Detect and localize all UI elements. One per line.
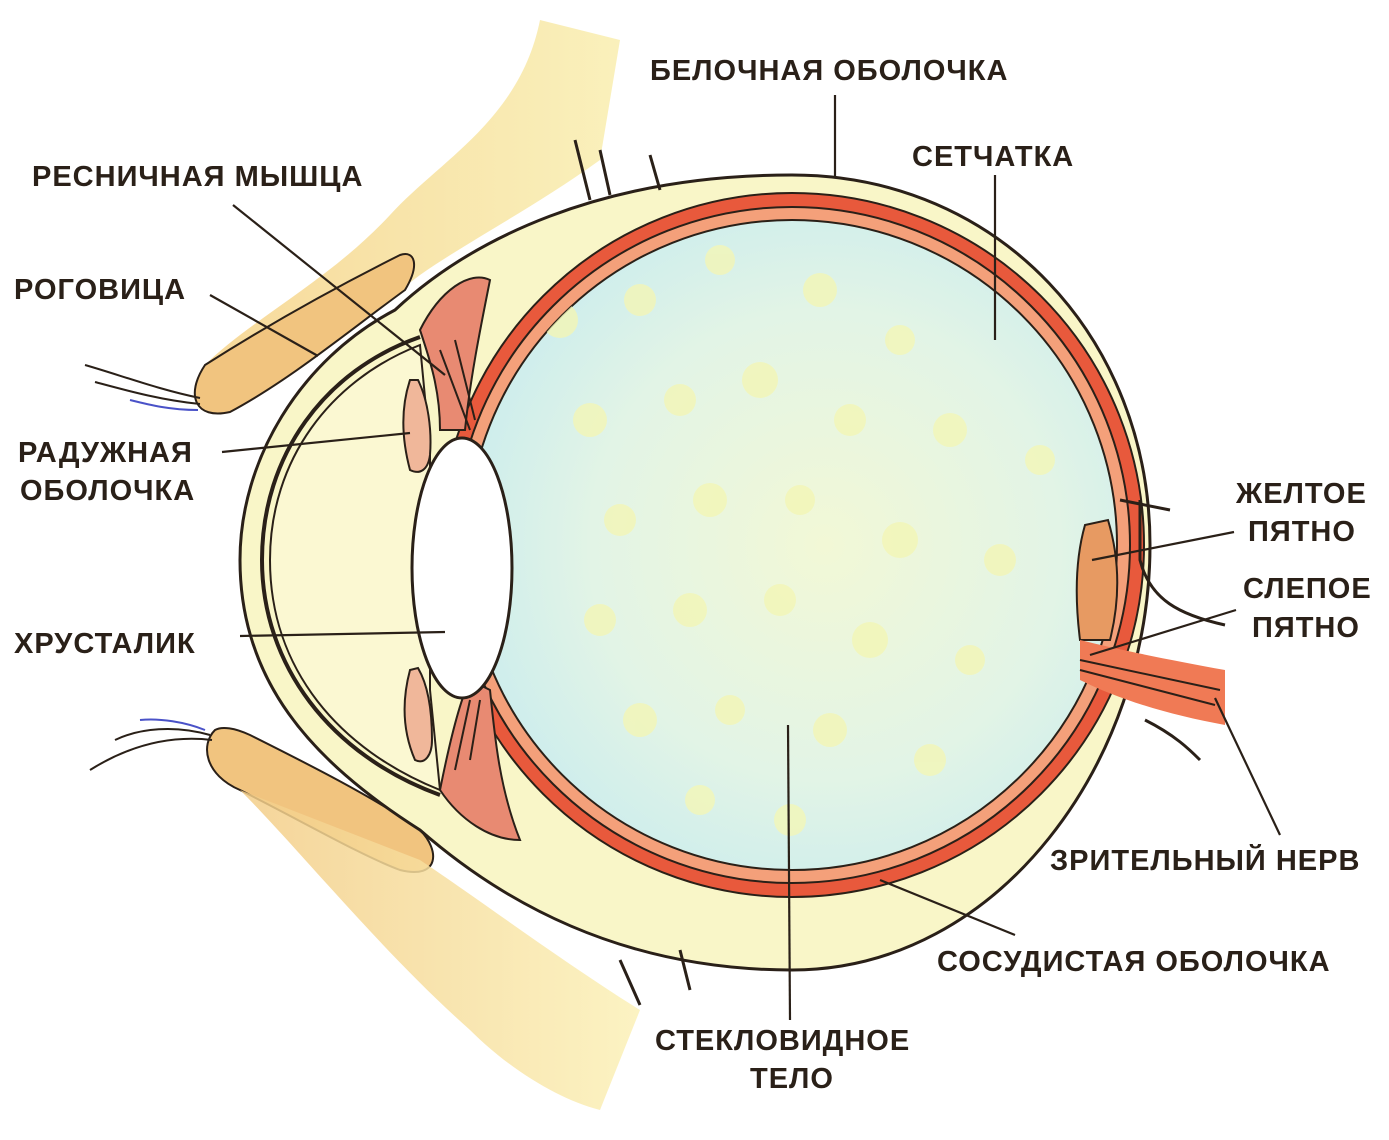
label-cornea: РОГОВИЦА bbox=[14, 274, 186, 306]
upper-eyelashes bbox=[85, 365, 200, 410]
label-blind-spot-line2: ПЯТНО bbox=[1252, 612, 1360, 644]
label-choroid: СОСУДИСТАЯ ОБОЛОЧКА bbox=[937, 946, 1331, 978]
macula-region bbox=[1077, 520, 1118, 640]
label-vitreous-line1: СТЕКЛОВИДНОЕ bbox=[655, 1025, 910, 1057]
label-iris-line1: РАДУЖНАЯ bbox=[18, 437, 193, 469]
lower-eyelashes bbox=[90, 719, 212, 770]
label-sclera: БЕЛОЧНАЯ ОБОЛОЧКА bbox=[650, 55, 1008, 87]
label-ciliary-muscle: РЕСНИЧНАЯ МЫШЦА bbox=[32, 161, 363, 193]
vitreous-body bbox=[467, 220, 1117, 870]
label-retina: СЕТЧАТКА bbox=[912, 141, 1074, 173]
label-macula-line2: ПЯТНО bbox=[1248, 516, 1356, 548]
crystalline-lens bbox=[412, 438, 512, 698]
label-macula-line1: ЖЕЛТОЕ bbox=[1235, 478, 1367, 510]
label-lens: ХРУСТАЛИК bbox=[14, 628, 196, 660]
label-iris-line2: ОБОЛОЧКА bbox=[20, 475, 195, 507]
label-vitreous-line2: ТЕЛО bbox=[750, 1063, 834, 1095]
label-optic-nerve: ЗРИТЕЛЬНЫЙ НЕРВ bbox=[1050, 843, 1360, 877]
label-blind-spot-line1: СЛЕПОЕ bbox=[1243, 573, 1372, 605]
